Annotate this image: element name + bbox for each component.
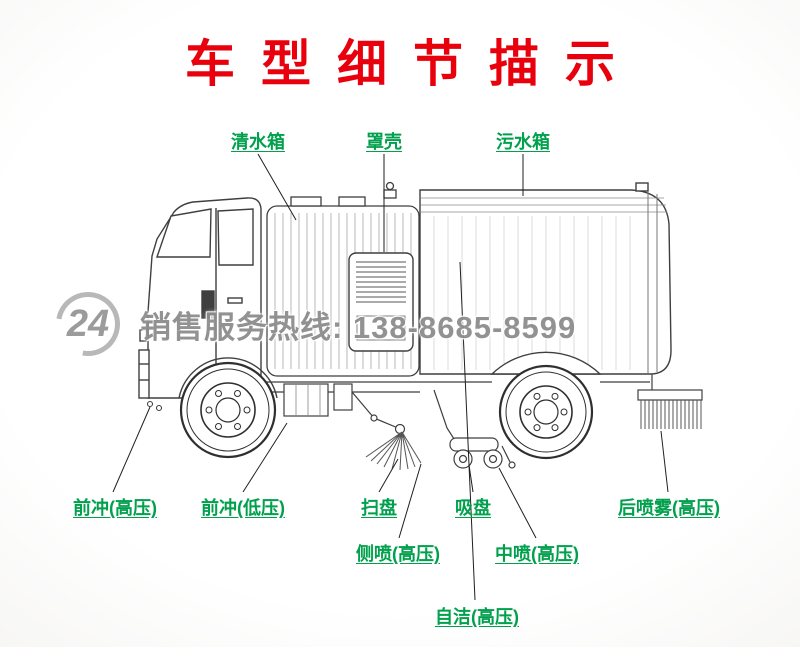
label-front-flush-low: 前冲(低压) (201, 498, 285, 518)
label-side-spray-high: 侧喷(高压) (356, 544, 440, 564)
label-clean-water-tank: 清水箱 (231, 132, 285, 152)
label-sweep-disc: 扫盘 (361, 498, 397, 518)
sweep-disc-shape (351, 391, 422, 471)
rear-wheel (498, 364, 594, 460)
page-title: 车型细节描示 (185, 36, 641, 92)
rear-fender (490, 351, 602, 375)
label-rear-mist-high: 后喷雾(高压) (618, 498, 720, 518)
suction-disc-shape (433, 389, 516, 469)
label-cover-shell: 罩壳 (366, 132, 402, 152)
front-nozzles (146, 400, 163, 412)
cab (138, 197, 278, 399)
rear-spray-shape (637, 374, 703, 429)
chassis (261, 381, 650, 417)
front-wheel (179, 361, 277, 459)
label-front-flush-high: 前冲(高压) (73, 498, 157, 518)
label-sewage-tank: 污水箱 (496, 132, 550, 152)
sewage-tank-shape (419, 182, 672, 375)
label-center-spray-high: 中喷(高压) (495, 544, 579, 564)
label-suction-disc: 吸盘 (455, 498, 491, 518)
cover-shell-shape (348, 252, 414, 352)
leader-lines (112, 153, 669, 601)
label-self-clean-high: 自洁(高压) (435, 607, 519, 627)
